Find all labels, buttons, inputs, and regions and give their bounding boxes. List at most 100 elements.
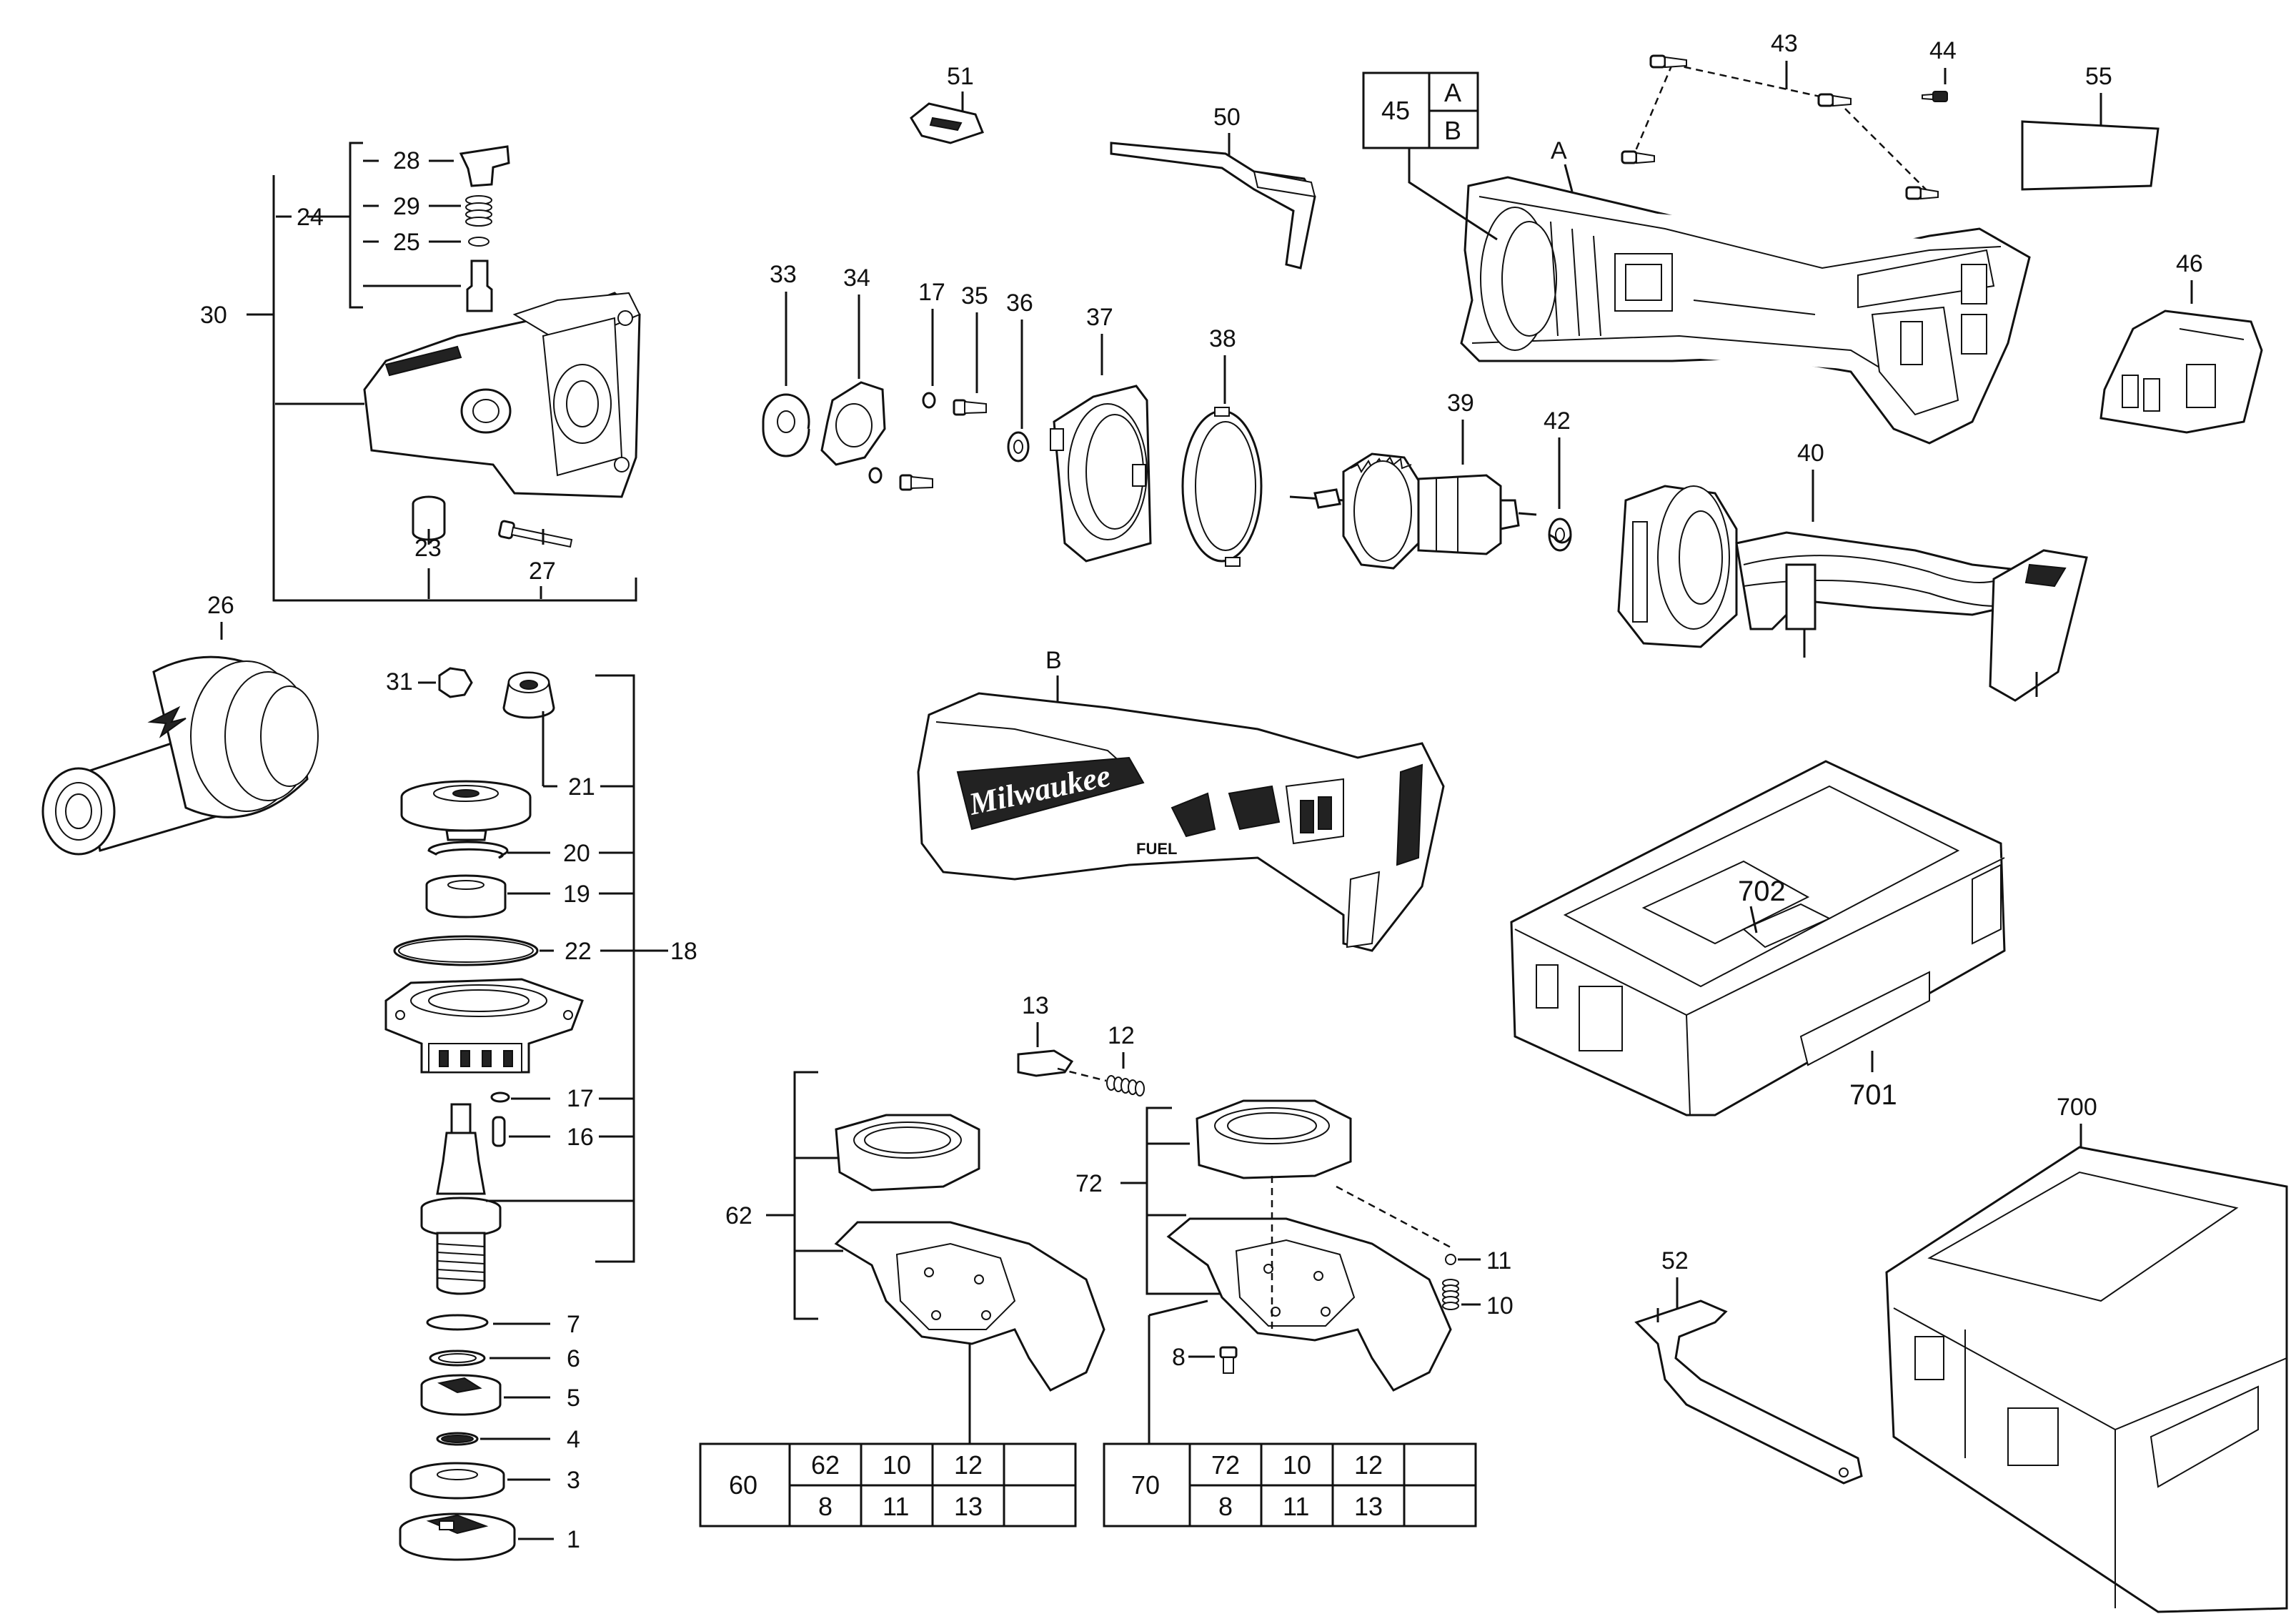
spanner-wrench: 52	[1634, 1247, 1863, 1485]
label-42: 42	[1544, 407, 1571, 435]
screws-43	[1621, 54, 1939, 200]
label-40: 40	[1797, 440, 1824, 467]
label-6: 6	[567, 1345, 580, 1372]
guard-collar-72	[1196, 1099, 1352, 1179]
label-10: 10	[1486, 1292, 1514, 1320]
label-20: 20	[563, 840, 590, 867]
kit-70-r2c1: 8	[1218, 1492, 1233, 1521]
rotor	[1289, 452, 1537, 570]
label-700: 700	[2057, 1094, 2097, 1121]
motor-parts: 51 50 33 34 17 35	[762, 30, 2263, 702]
outer-flange	[409, 1462, 505, 1500]
label-37: 37	[1086, 304, 1113, 331]
fan-baffle	[1050, 385, 1152, 563]
gear-case	[363, 292, 641, 498]
kit-70-r2c3: 13	[1354, 1492, 1383, 1521]
label-35: 35	[961, 282, 988, 310]
kit-70-number: 70	[1131, 1470, 1160, 1500]
guard-latch	[1017, 1049, 1074, 1077]
guard-72	[1166, 1217, 1452, 1392]
bearing-flange	[384, 978, 584, 1074]
label-50: 50	[1213, 104, 1241, 131]
label-23: 23	[414, 535, 442, 562]
label-31: 31	[386, 668, 413, 695]
label-19: 19	[563, 881, 590, 908]
label-29: 29	[393, 193, 420, 220]
lock-button	[459, 145, 510, 187]
label-55: 55	[2085, 63, 2112, 90]
label-51: 51	[947, 63, 974, 90]
label-62: 62	[725, 1202, 752, 1229]
spindle-assembly: 18 31 21 20	[384, 667, 697, 1561]
snap-ring	[427, 841, 509, 859]
guard-62	[834, 1221, 1105, 1392]
carrying-case-701: 702 701	[1510, 760, 2006, 1116]
label-7: 7	[567, 1311, 580, 1338]
screw-27	[498, 520, 573, 548]
label-17: 17	[567, 1085, 594, 1112]
small-washer	[490, 1091, 510, 1103]
label-701: 701	[1849, 1079, 1897, 1111]
label-43: 43	[1771, 30, 1798, 57]
bearing-42	[1548, 518, 1572, 552]
label-34: 34	[843, 264, 870, 292]
carrying-case-700: 700	[1885, 1094, 2288, 1613]
label-44: 44	[1929, 37, 1957, 64]
box-45-a: A	[1444, 78, 1461, 107]
kit-70-r1c3: 12	[1354, 1450, 1383, 1480]
label-33: 33	[770, 261, 797, 288]
bevel-gear	[400, 780, 532, 841]
screw-35	[899, 399, 987, 491]
battery-latch-cover	[2099, 310, 2263, 434]
gear-case-assembly: 30 24 28 29 25	[200, 142, 641, 602]
label-16: 16	[567, 1124, 594, 1151]
label-22: 22	[565, 938, 592, 965]
label-36: 36	[1006, 289, 1033, 317]
guard-collar-62	[835, 1114, 980, 1192]
label-4: 4	[567, 1426, 580, 1453]
label-39: 39	[1447, 390, 1474, 417]
hex-nut	[438, 667, 473, 698]
kit-table-70: 70 72 10 12 8 11 13	[1103, 1442, 1477, 1528]
label-18: 18	[670, 938, 697, 965]
label-25: 25	[393, 229, 420, 256]
kit-60-number: 60	[729, 1470, 757, 1500]
gasket-ring	[1181, 407, 1263, 567]
label-A: A	[1551, 137, 1567, 164]
label-8: 8	[1172, 1344, 1186, 1371]
kit-60-r1c2: 10	[883, 1450, 911, 1480]
kit-60-r1c3: 12	[954, 1450, 983, 1480]
box-45-b: B	[1444, 116, 1461, 145]
bushing	[412, 495, 446, 541]
label-52: 52	[1661, 1247, 1689, 1274]
kit-70-r1c1: 72	[1211, 1450, 1240, 1480]
lock-pin	[466, 259, 493, 312]
label-3: 3	[567, 1467, 580, 1494]
label-26: 26	[207, 592, 234, 619]
label-702: 702	[1738, 876, 1786, 907]
box-45: 45 A B	[1362, 71, 1498, 241]
housing-half-A	[1460, 176, 2031, 445]
label-B: B	[1045, 647, 1062, 674]
label-12-top: 12	[1108, 1022, 1135, 1049]
label-21: 21	[568, 773, 595, 801]
side-handle: 26	[41, 592, 319, 856]
tool-body-B: B Milwaukee FUEL	[917, 647, 1445, 952]
label-46: 46	[2176, 250, 2203, 277]
label-72: 72	[1075, 1170, 1103, 1197]
inner-flange	[420, 1374, 502, 1416]
fuel-badge: FUEL	[1136, 840, 1177, 858]
label-13-top: 13	[1022, 992, 1049, 1019]
kit-60-r2c2: 11	[883, 1492, 909, 1521]
spring-10	[1442, 1279, 1459, 1310]
spring	[465, 195, 492, 227]
box-45-number: 45	[1381, 96, 1410, 125]
kit-70-r1c2: 10	[1283, 1450, 1311, 1480]
label-27: 27	[529, 558, 556, 585]
kit-60-r2c3: 13	[954, 1492, 983, 1521]
latch-spring	[1106, 1075, 1145, 1096]
kit-60-r1c1: 62	[811, 1450, 840, 1480]
quick-flange-nut	[399, 1512, 516, 1561]
switch-rod	[1110, 142, 1316, 269]
